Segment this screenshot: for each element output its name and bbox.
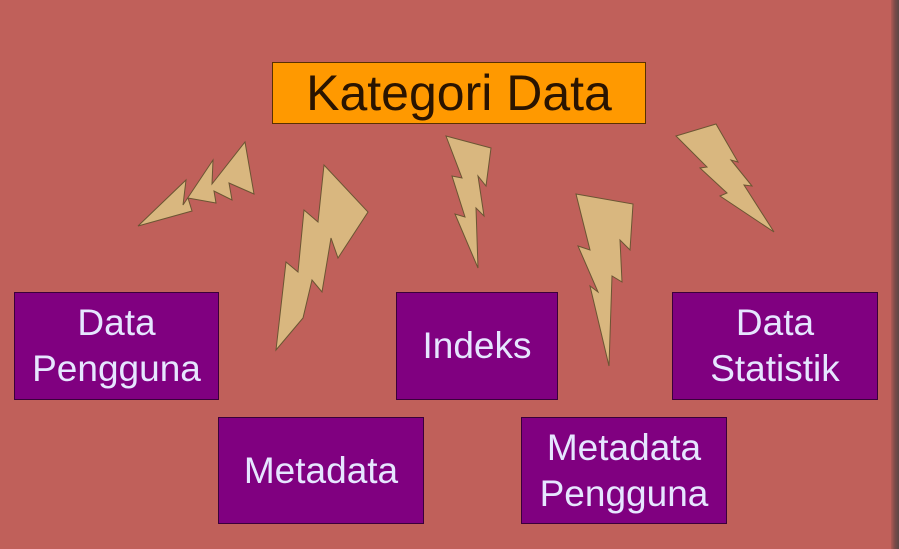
category-data-statistik: Data Statistik: [672, 292, 878, 400]
lightning-bolt-icon: [275, 163, 369, 352]
node-label-line: Data: [735, 302, 815, 343]
node-label-line: Metadata: [243, 449, 399, 491]
lightning-bolt-icon: [137, 140, 255, 227]
lightning-bolt-icon: [675, 123, 775, 233]
lightning-bolt-icon: [445, 135, 492, 269]
node-label-line: Pengguna: [539, 472, 709, 514]
lightning-bolt-icon: [575, 193, 634, 367]
category-indeks: Indeks: [396, 292, 558, 400]
category-metadata: Metadata: [218, 417, 424, 524]
node-label-line: Data: [77, 302, 156, 343]
node-label-line: Pengguna: [32, 348, 201, 389]
category-data-pengguna: Data Pengguna: [14, 292, 219, 400]
node-label-line: Indeks: [422, 325, 532, 366]
category-metadata-pengguna: Metadata Pengguna: [521, 417, 727, 524]
node-label-line: Statistik: [710, 348, 840, 389]
slide-edge-shadow: [891, 0, 899, 549]
diagram-title: Kategori Data: [272, 62, 646, 124]
node-label-line: Metadata: [546, 426, 702, 468]
